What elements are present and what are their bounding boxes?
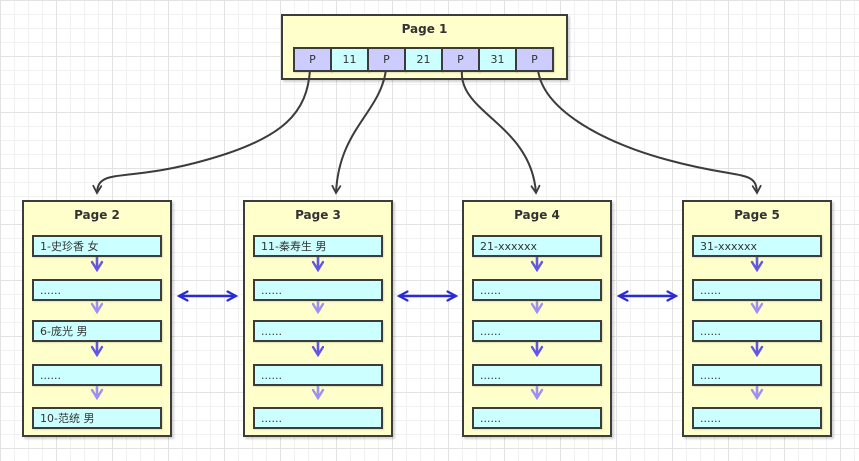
pointer-cell-4: P (515, 47, 554, 72)
record-row: ...... (253, 279, 383, 301)
record-row: ...... (253, 320, 383, 342)
record-row: ...... (32, 364, 162, 386)
record-row: ...... (692, 320, 822, 342)
record-row: 31-xxxxxx (692, 235, 822, 257)
page-1-title: Page 1 (401, 22, 448, 36)
pointer-cell-2: P (367, 47, 406, 72)
record-row: 21-xxxxxx (472, 235, 602, 257)
record-row: 11-秦寿生 男 (253, 235, 383, 257)
record-row: ...... (472, 320, 602, 342)
page-2-box: Page 2 1-史珍香 女 ...... 6-庞光 男 ...... 10-范… (22, 200, 172, 437)
key-cell-31: 31 (478, 47, 517, 72)
record-row: 6-庞光 男 (32, 320, 162, 342)
page-4-box: Page 4 21-xxxxxx ...... ...... ...... ..… (462, 200, 612, 437)
record-row: 10-范统 男 (32, 407, 162, 429)
pointer-arrow-to-page-2 (92, 69, 311, 195)
key-cell-11: 11 (330, 47, 369, 72)
record-row: ...... (472, 279, 602, 301)
pointer-cell-3: P (441, 47, 480, 72)
page-1-cell-row: P 11 P 21 P 31 P (293, 47, 554, 72)
page-2-title: Page 2 (74, 208, 120, 222)
page-1-box: Page 1 P 11 P 21 P 31 P (281, 14, 568, 80)
page-3-box: Page 3 11-秦寿生 男 ...... ...... ...... ...… (243, 200, 393, 437)
pointer-arrow-to-page-5 (537, 69, 762, 195)
record-row: ...... (692, 279, 822, 301)
record-row: ...... (692, 364, 822, 386)
pointer-arrow-to-page-3 (331, 69, 387, 195)
record-row: ...... (253, 407, 383, 429)
record-row: ...... (472, 364, 602, 386)
pointer-arrow-to-page-4 (460, 69, 541, 195)
record-row: ...... (253, 364, 383, 386)
page-5-box: Page 5 31-xxxxxx ...... ...... ...... ..… (682, 200, 832, 437)
page-4-title: Page 4 (514, 208, 560, 222)
page-3-title: Page 3 (295, 208, 341, 222)
record-row: ...... (692, 407, 822, 429)
record-row: ...... (32, 279, 162, 301)
key-cell-21: 21 (404, 47, 443, 72)
pointer-cell-1: P (293, 47, 332, 72)
record-row: ...... (472, 407, 602, 429)
page-5-title: Page 5 (734, 208, 780, 222)
record-row: 1-史珍香 女 (32, 235, 162, 257)
